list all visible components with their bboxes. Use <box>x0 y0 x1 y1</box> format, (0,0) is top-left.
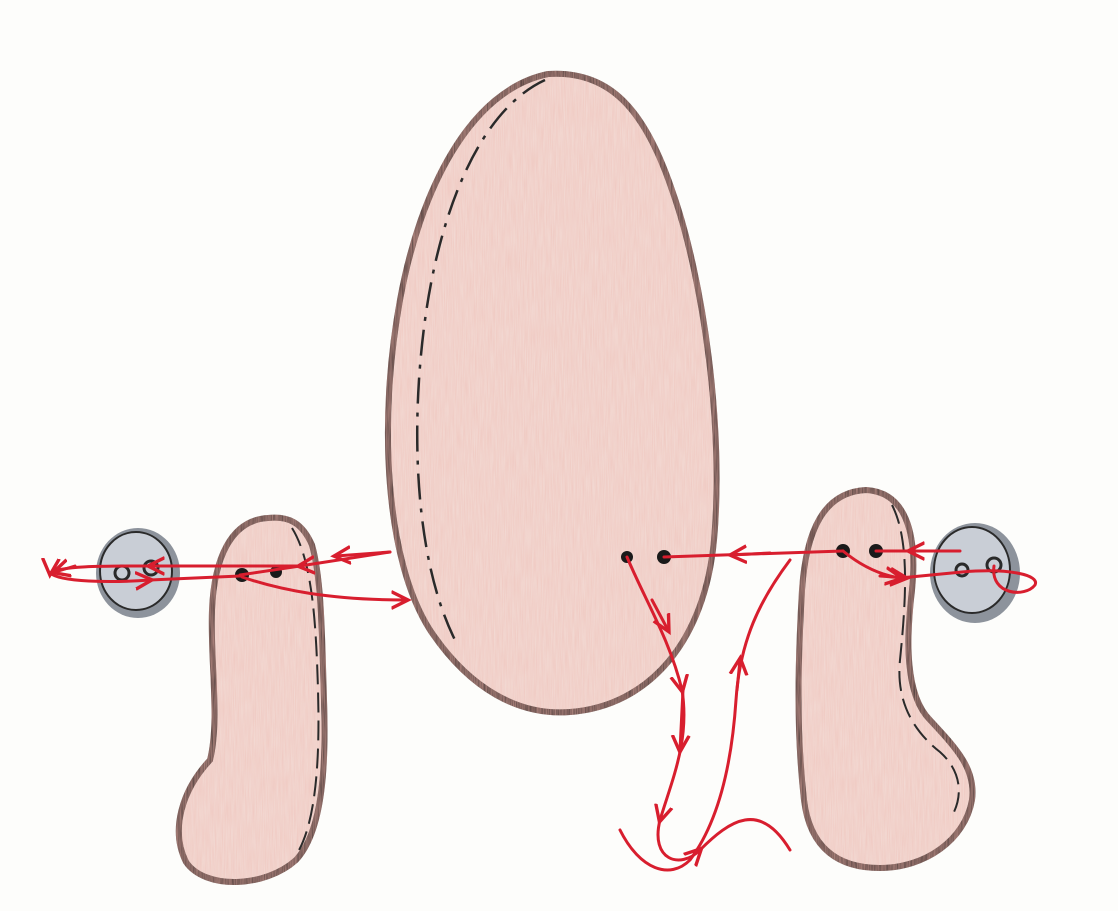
left-button-icon <box>96 528 180 618</box>
